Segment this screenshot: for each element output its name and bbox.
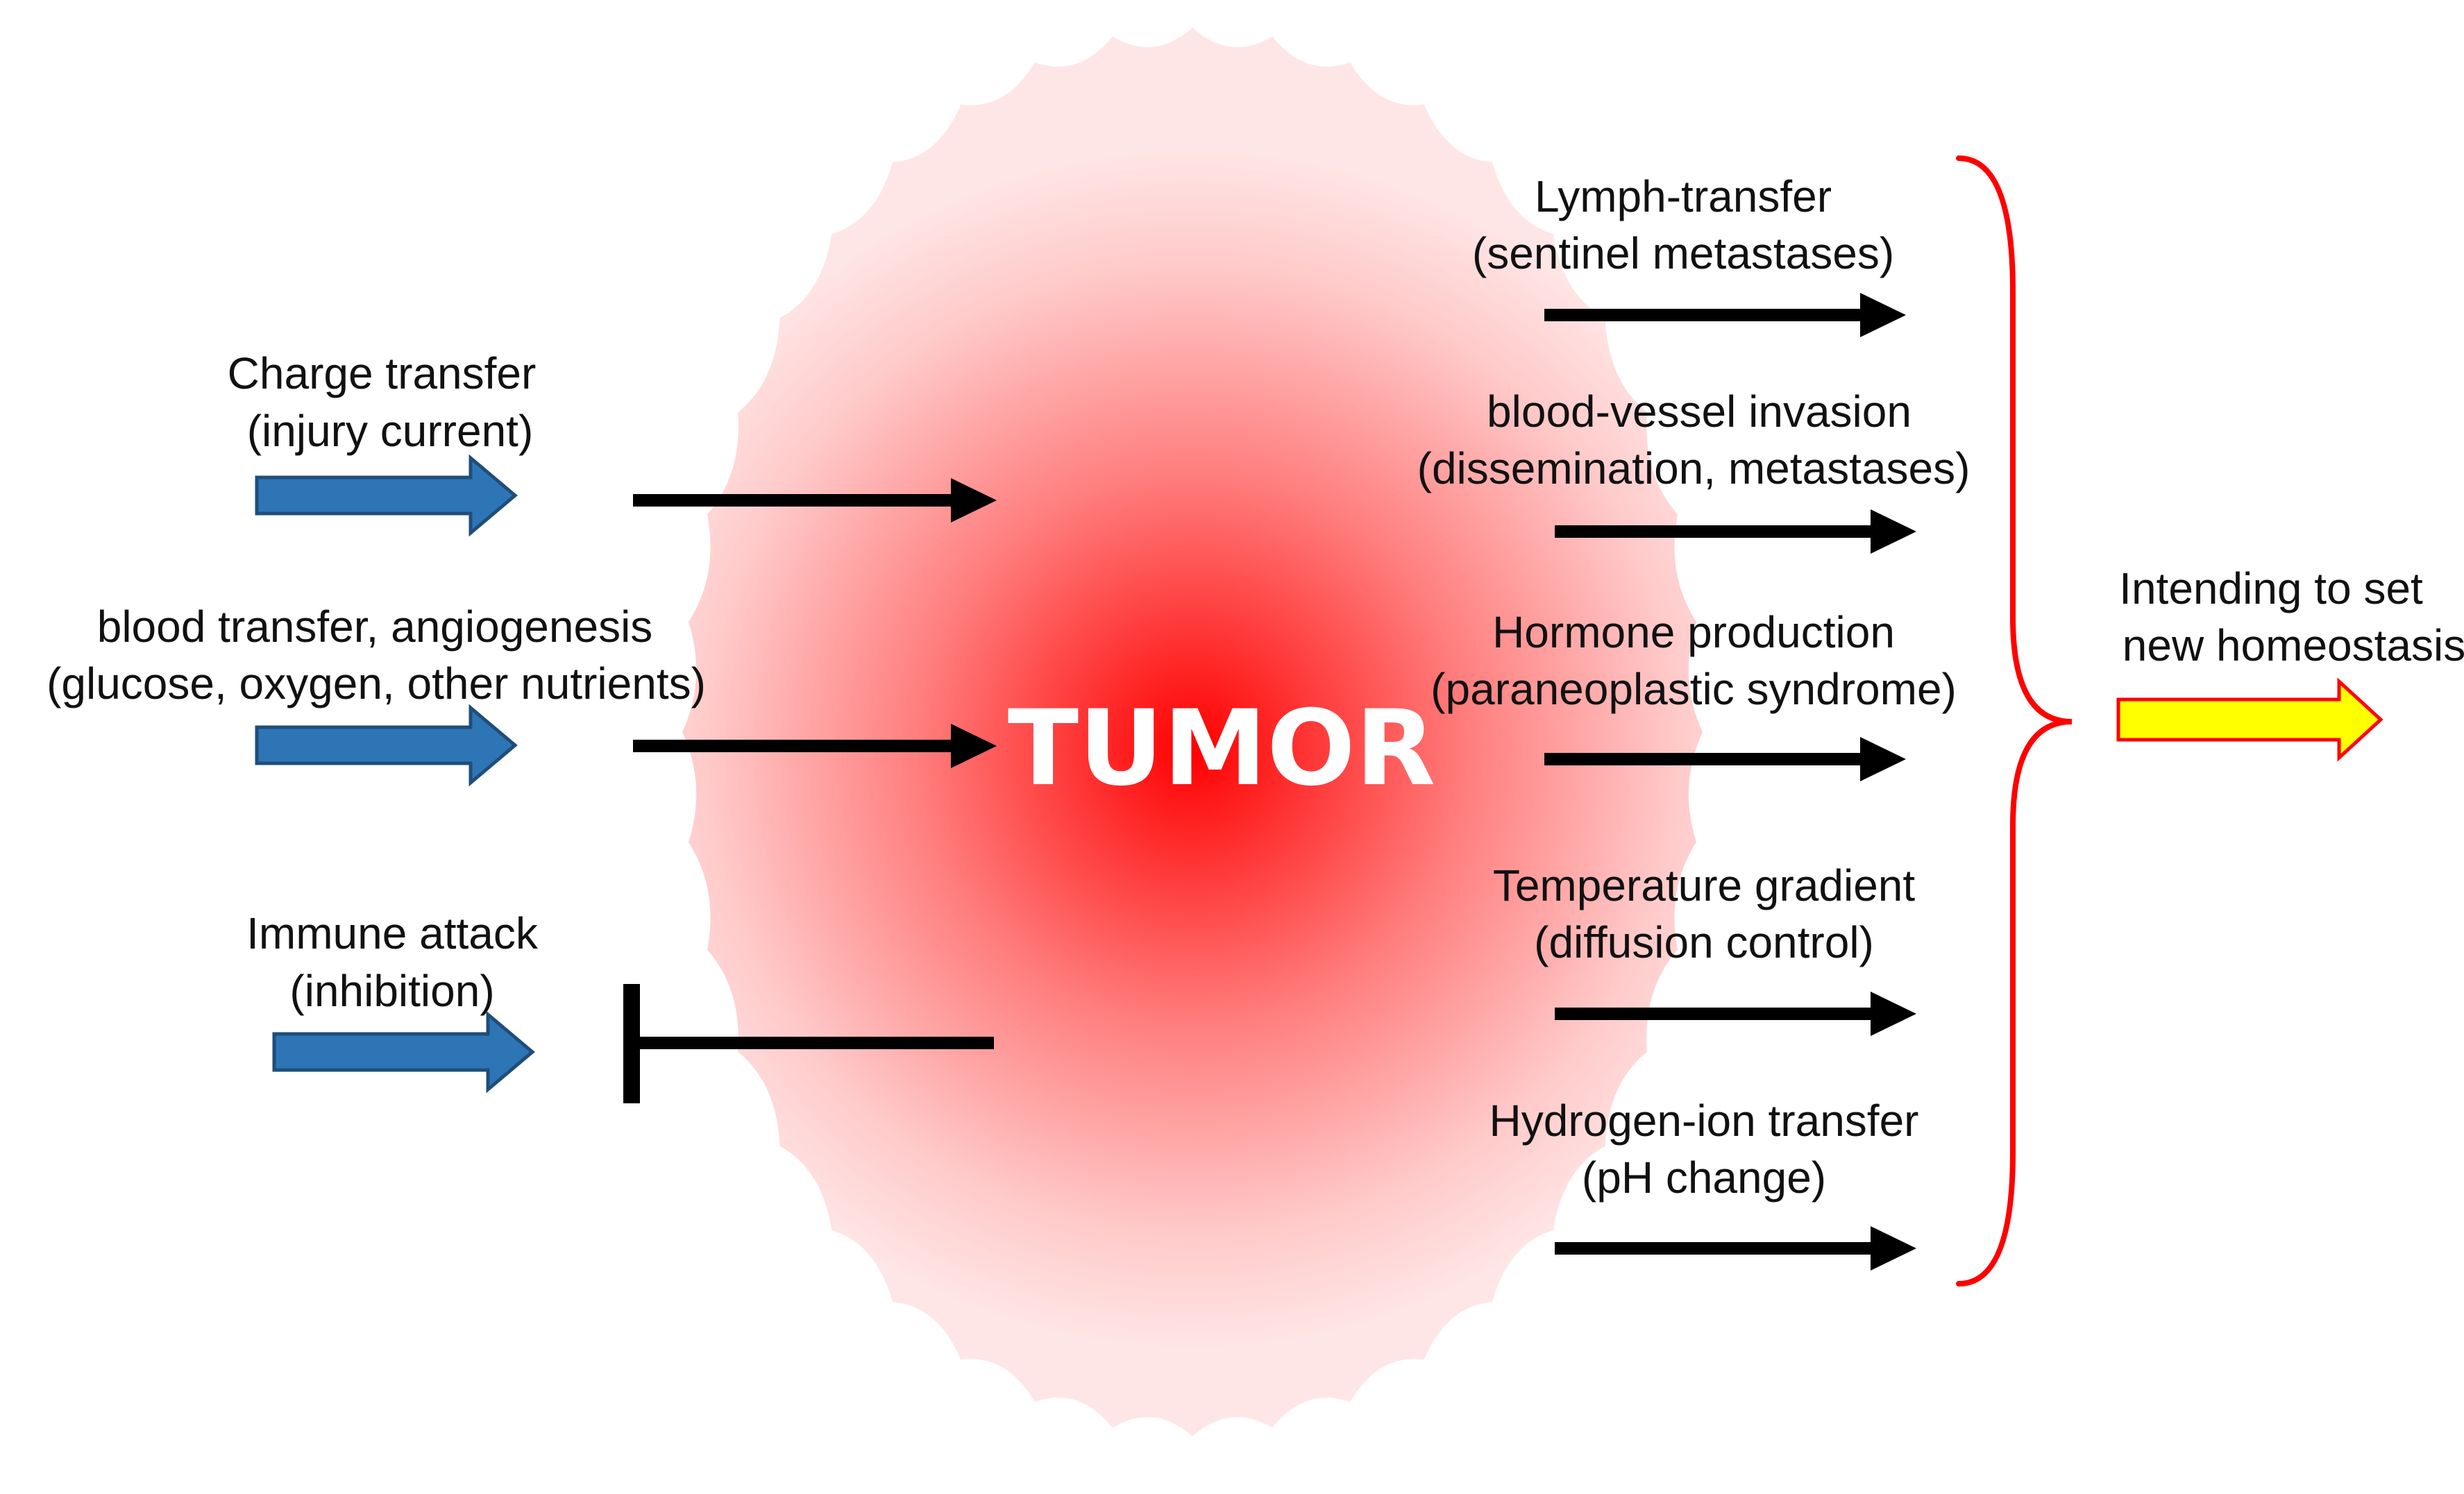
yellow-block-arrow-icon [2116,677,2383,762]
blue-block-arrow-icon [255,454,518,537]
output-hydrogen-ion-transfer: Hydrogen-ion transfer (pH change) [1490,1096,1919,1271]
goal-homeostasis: Intending to set new homeostasis [2116,563,2464,762]
output-arrow-shaft [1544,753,1866,765]
stimulation-arrow [633,724,997,768]
blue-block-arrow-icon [272,1010,535,1094]
output-lymph-transfer-title: Lymph-transfer [1535,171,1832,221]
output-arrow-head [1871,992,1916,1036]
output-arrow-shaft [1544,309,1866,321]
output-arrow-shaft [1555,1008,1877,1020]
input-blood-transfer: blood transfer, angiogenesis (glucose, o… [47,602,997,787]
tumor-blob [682,28,1703,1436]
inhibition-tbar-shaft [633,1037,994,1049]
stimulation-arrow-shaft [633,494,955,507]
output-arrow-head [1871,1226,1916,1271]
output-arrow-head [1860,293,1906,337]
stimulation-arrow-shaft [633,740,955,752]
output-temperature-gradient: Temperature gradient (diffusion control) [1493,860,1916,1036]
input-blood-transfer-title: blood transfer, angiogenesis [97,602,653,652]
output-lymph-transfer-subtitle: (sentinel metastases) [1472,228,1894,278]
output-hormone-production: Hormone production (paraneoplastic syndr… [1431,607,1957,781]
output-hydrogen-ion-transfer-title: Hydrogen-ion transfer [1490,1096,1919,1146]
output-blood-vessel-invasion-title: blood-vessel invasion [1487,387,1912,436]
output-temperature-gradient-subtitle: (diffusion control) [1534,917,1874,967]
input-charge-transfer: Charge transfer (injury current) [228,348,997,537]
input-blood-transfer-subtitle: (glucose, oxygen, other nutrients) [47,659,706,708]
output-arrow-shaft [1555,525,1877,538]
output-lymph-transfer: Lymph-transfer (sentinel metastases) [1472,171,1906,337]
output-blood-vessel-invasion: blood-vessel invasion (dissemination, me… [1417,387,1971,554]
stimulation-arrow-head [951,478,997,523]
stimulation-arrow-head [951,724,997,768]
goal-subtitle: new homeostasis [2123,620,2464,670]
output-blood-vessel-invasion-subtitle: (dissemination, metastases) [1417,443,1971,493]
tumor-label: TUMOR [1008,688,1435,809]
output-hormone-production-title: Hormone production [1492,607,1895,657]
output-arrow [1544,293,1906,337]
stimulation-arrow [633,478,997,523]
inhibition-tbar [623,984,994,1103]
output-arrow [1555,992,1916,1036]
blue-block-arrow-icon [255,704,518,787]
output-hydrogen-ion-transfer-subtitle: (pH change) [1582,1153,1826,1203]
output-temperature-gradient-title: Temperature gradient [1493,860,1916,910]
input-charge-transfer-title: Charge transfer [228,348,537,398]
output-arrow-shaft [1555,1242,1877,1255]
output-arrow-head [1871,509,1916,554]
output-arrow [1555,1226,1916,1271]
input-immune-attack-title: Immune attack [246,908,539,958]
output-arrow [1544,737,1906,781]
input-immune-attack-subtitle: (inhibition) [289,966,494,1016]
output-hormone-production-subtitle: (paraneoplastic syndrome) [1431,664,1957,714]
goal-title: Intending to set [2119,563,2423,613]
input-charge-transfer-subtitle: (injury current) [247,406,534,456]
curly-brace [1956,155,2073,1287]
output-arrow [1555,509,1916,554]
inhibition-tbar-cap [623,984,640,1103]
output-arrow-head [1860,737,1906,781]
input-immune-attack: Immune attack (inhibition) [246,908,994,1103]
